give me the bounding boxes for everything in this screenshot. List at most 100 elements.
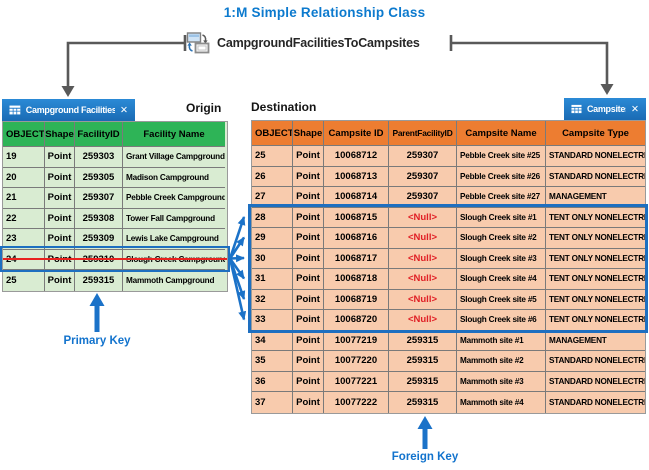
table-cell[interactable]: TENT ONLY NONELECTRIC (546, 249, 645, 269)
table-cell[interactable]: 30 (252, 248, 293, 269)
table-cell[interactable]: Point (293, 248, 324, 269)
table-cell[interactable]: Slough Creek site #5 (457, 289, 546, 310)
table-cell[interactable]: Pebble Creek Campground (123, 188, 225, 209)
table-cell[interactable]: 259309 (75, 229, 123, 250)
table-cell[interactable]: Point (293, 289, 324, 310)
table-cell[interactable]: 10077219 (324, 330, 389, 351)
table-cell[interactable]: Point (293, 392, 324, 413)
table-cell[interactable]: 10077220 (324, 351, 389, 372)
table-cell[interactable]: Mammoth site #1 (457, 330, 546, 351)
table-cell[interactable]: Point (293, 207, 324, 228)
table-cell[interactable]: Point (45, 208, 75, 229)
table-cell[interactable]: Slough Creek site #2 (457, 228, 546, 249)
table-cell[interactable]: Point (45, 188, 75, 209)
table-cell[interactable]: TENT ONLY NONELECTRIC (546, 290, 645, 310)
table-cell[interactable]: 31 (252, 269, 293, 290)
table-cell[interactable]: 10068716 (324, 228, 389, 249)
table-cell[interactable]: 259315 (75, 270, 123, 291)
table-cell[interactable]: STANDARD NONELECTRIC (546, 146, 645, 167)
table-cell-null[interactable]: <Null> (389, 228, 457, 249)
table-cell[interactable]: Mammoth site #2 (457, 351, 546, 372)
table-cell[interactable]: Mammoth site #3 (457, 371, 546, 392)
table-cell[interactable]: 10068714 (324, 187, 389, 208)
table-cell-null[interactable]: <Null> (389, 207, 457, 228)
table-cell[interactable]: 10077222 (324, 392, 389, 413)
table-cell[interactable]: Point (293, 146, 324, 167)
table-cell[interactable]: Point (293, 371, 324, 392)
table-cell[interactable]: 259305 (75, 167, 123, 188)
close-icon[interactable]: ✕ (120, 104, 128, 116)
table-cell[interactable]: STANDARD NONELECTRIC (546, 351, 645, 372)
table-cell[interactable]: Point (293, 351, 324, 372)
table-cell-null[interactable]: <Null> (389, 248, 457, 269)
table-cell[interactable]: 259315 (389, 371, 457, 392)
table-cell[interactable]: 259315 (389, 392, 457, 413)
table-cell[interactable]: MANAGEMENT (546, 187, 645, 208)
table-cell[interactable]: STANDARD NONELECTRIC (546, 372, 645, 392)
table-cell[interactable]: 28 (252, 207, 293, 228)
table-cell[interactable]: 27 (252, 187, 293, 208)
table-cell[interactable]: 10068715 (324, 207, 389, 228)
table-cell[interactable]: 37 (252, 392, 293, 413)
table-cell[interactable]: Slough Creek site #4 (457, 269, 546, 290)
table-cell[interactable]: Point (45, 229, 75, 250)
table-cell[interactable]: Pebble Creek site #26 (457, 166, 546, 187)
table-cell[interactable]: 259307 (389, 146, 457, 167)
tab-campsites[interactable]: Campsites ✕ (564, 98, 646, 120)
tab-campground-facilities[interactable]: Campground Facilities ✕ (2, 99, 135, 121)
table-cell[interactable]: Slough Creek site #1 (457, 207, 546, 228)
table-cell[interactable]: 35 (252, 351, 293, 372)
table-cell[interactable]: 259315 (389, 351, 457, 372)
table-cell[interactable]: Point (45, 167, 75, 188)
close-icon[interactable]: ✕ (631, 103, 639, 115)
table-cell[interactable]: Mammoth site #4 (457, 392, 546, 413)
table-cell[interactable]: Slough Creek site #3 (457, 248, 546, 269)
table-cell[interactable]: 259308 (75, 208, 123, 229)
table-cell[interactable]: Point (45, 270, 75, 291)
table-cell[interactable]: 36 (252, 371, 293, 392)
table-cell[interactable]: 25 (3, 270, 45, 291)
table-cell[interactable]: TENT ONLY NONELECTRIC (546, 269, 645, 290)
table-cell[interactable]: Point (45, 147, 75, 168)
table-cell[interactable]: Pebble Creek site #25 (457, 146, 546, 167)
table-cell[interactable]: 23 (3, 229, 45, 250)
table-cell[interactable]: 259307 (389, 166, 457, 187)
table-cell[interactable]: 259307 (389, 187, 457, 208)
table-cell[interactable]: Pebble Creek site #27 (457, 187, 546, 208)
table-cell[interactable]: 25 (252, 146, 293, 167)
table-cell-null[interactable]: <Null> (389, 269, 457, 290)
table-cell[interactable]: Point (293, 269, 324, 290)
table-cell[interactable]: 10068712 (324, 146, 389, 167)
table-cell[interactable]: 259315 (389, 330, 457, 351)
table-cell[interactable]: Point (293, 187, 324, 208)
table-cell[interactable]: 32 (252, 289, 293, 310)
table-cell[interactable]: Madison Campground (123, 168, 225, 188)
table-cell[interactable]: 10068713 (324, 166, 389, 187)
table-cell[interactable]: Point (293, 228, 324, 249)
table-cell[interactable]: 22 (3, 208, 45, 229)
table-cell[interactable]: 20 (3, 167, 45, 188)
table-cell[interactable]: 259307 (75, 188, 123, 209)
table-cell[interactable]: 19 (3, 147, 45, 168)
table-cell-null[interactable]: <Null> (389, 289, 457, 310)
table-cell[interactable]: MANAGEMENT (546, 331, 645, 351)
table-cell[interactable]: Grant Village Campground (123, 147, 225, 168)
table-cell[interactable]: 10068717 (324, 248, 389, 269)
table-cell[interactable]: STANDARD NONELECTRIC (546, 167, 645, 187)
table-cell[interactable]: 34 (252, 330, 293, 351)
table-cell[interactable]: Point (293, 330, 324, 351)
table-cell[interactable]: 10077221 (324, 371, 389, 392)
table-cell[interactable]: 21 (3, 188, 45, 209)
table-cell[interactable]: Lewis Lake Campground (123, 229, 225, 250)
table-cell[interactable]: TENT ONLY NONELECTRIC (546, 208, 645, 228)
table-cell[interactable]: Point (293, 166, 324, 187)
table-cell[interactable]: 10068718 (324, 269, 389, 290)
table-cell[interactable]: 29 (252, 228, 293, 249)
table-cell[interactable]: 259303 (75, 147, 123, 168)
table-cell[interactable]: STANDARD NONELECTRIC (549, 397, 645, 407)
table-cell[interactable]: 10068719 (324, 289, 389, 310)
table-cell[interactable]: Tower Fall Campground (123, 209, 225, 229)
table-cell[interactable]: TENT ONLY NONELECTRIC (546, 228, 645, 249)
table-cell[interactable]: Mammoth Campground (126, 275, 215, 285)
table-cell[interactable]: 26 (252, 166, 293, 187)
